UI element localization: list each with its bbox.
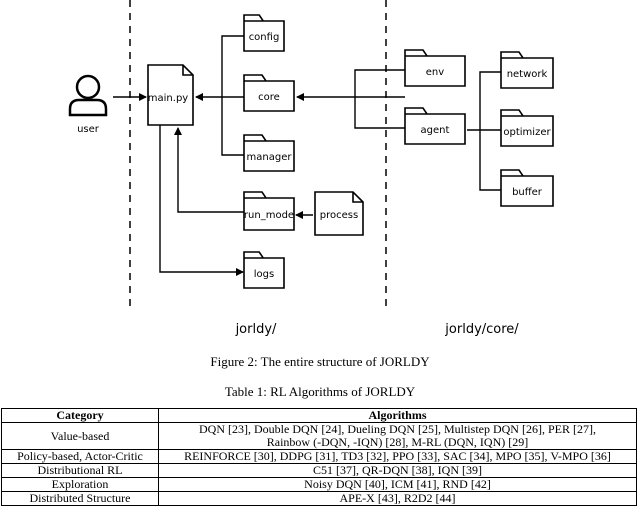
folder-icon [243,134,295,172]
row-category: Value-based [1,422,159,450]
row-category: Exploration [1,477,159,492]
folder-icon [404,107,466,145]
folder-logs: logs [243,251,285,289]
table-row: Policy-based, Actor-Critic REINFORCE [30… [1,449,637,464]
folder-run-mode: run_mode [243,191,295,231]
header-algorithms: Algorithms [158,408,637,423]
process-label: process [320,210,358,221]
main-py-file-icon [147,64,194,126]
row-algorithms: REINFORCE [30], DDPG [31], TD3 [32], PPO… [158,449,637,464]
folder-label: network [507,69,548,80]
folder-icon [243,191,295,231]
core-dir-label: jorldy/core/ [444,322,519,337]
root-dir-label: jorldy/ [235,322,277,337]
folder-label: core [258,92,280,103]
folder-icon [500,109,554,147]
folder-label: agent [421,125,450,136]
folder-agent: agent [404,107,466,145]
table-row: Value-based DQN [23], Double DQN [24], D… [1,422,637,450]
row-category: Distributed Structure [1,491,159,506]
folder-icon [500,51,554,89]
folder-label: config [249,32,280,43]
folder-buffer: buffer [500,169,554,207]
figure-caption: Figure 2: The entire structure of JORLDY [210,354,430,369]
folder-manager: manager [243,134,295,172]
user-label: user [77,124,100,135]
table-row: Distributional RL C51 [37], QR-DQN [38],… [1,463,637,478]
table-row: Distributed Structure APE-X [43], R2D2 [… [1,491,637,506]
folder-config: config [243,14,285,52]
folder-icon [243,14,285,52]
folder-icon [243,251,285,289]
user-icon [68,74,108,117]
folder-core: core [243,74,295,112]
folder-label: optimizer [503,127,551,138]
connectors [113,35,501,276]
folder-label: env [426,67,444,78]
folder-label: logs [254,269,274,280]
table-header-row: Category Algorithms [1,408,637,423]
folder-optimizer: optimizer [500,109,554,147]
main-py-label: main.py [148,93,189,104]
algorithms-line: DQN [23], Double DQN [24], Dueling DQN [… [199,422,596,436]
folder-env: env [404,49,466,87]
folder-icon [243,74,295,112]
row-category: Policy-based, Actor-Critic [1,449,159,464]
row-algorithms: APE-X [43], R2D2 [44] [158,491,637,506]
algorithms-table: Category Algorithms Value-based DQN [23]… [1,408,637,506]
algorithms-line: Rainbow (-DQN, -IQN) [28], M-RL (DQN, IQ… [266,435,529,449]
process-file-icon [314,191,364,236]
table-caption: Table 1: RL Algorithms of JORLDY [224,384,416,399]
row-algorithms: DQN [23], Double DQN [24], Dueling DQN [… [158,422,637,450]
table-row: Exploration Noisy DQN [40], ICM [41], RN… [1,477,637,492]
row-category: Distributional RL [1,463,159,478]
structure-diagram: user main.py process config core manager ru… [68,0,554,337]
folder-label: buffer [512,187,543,198]
header-category: Category [1,408,159,423]
folder-icon [404,49,466,87]
folder-icon [500,169,554,207]
folder-label: manager [247,152,293,163]
row-algorithms: C51 [37], QR-DQN [38], IQN [39] [158,463,637,478]
row-algorithms: Noisy DQN [40], ICM [41], RND [42] [158,477,637,492]
folder-label: run_mode [244,210,294,221]
folder-network: network [500,51,554,89]
